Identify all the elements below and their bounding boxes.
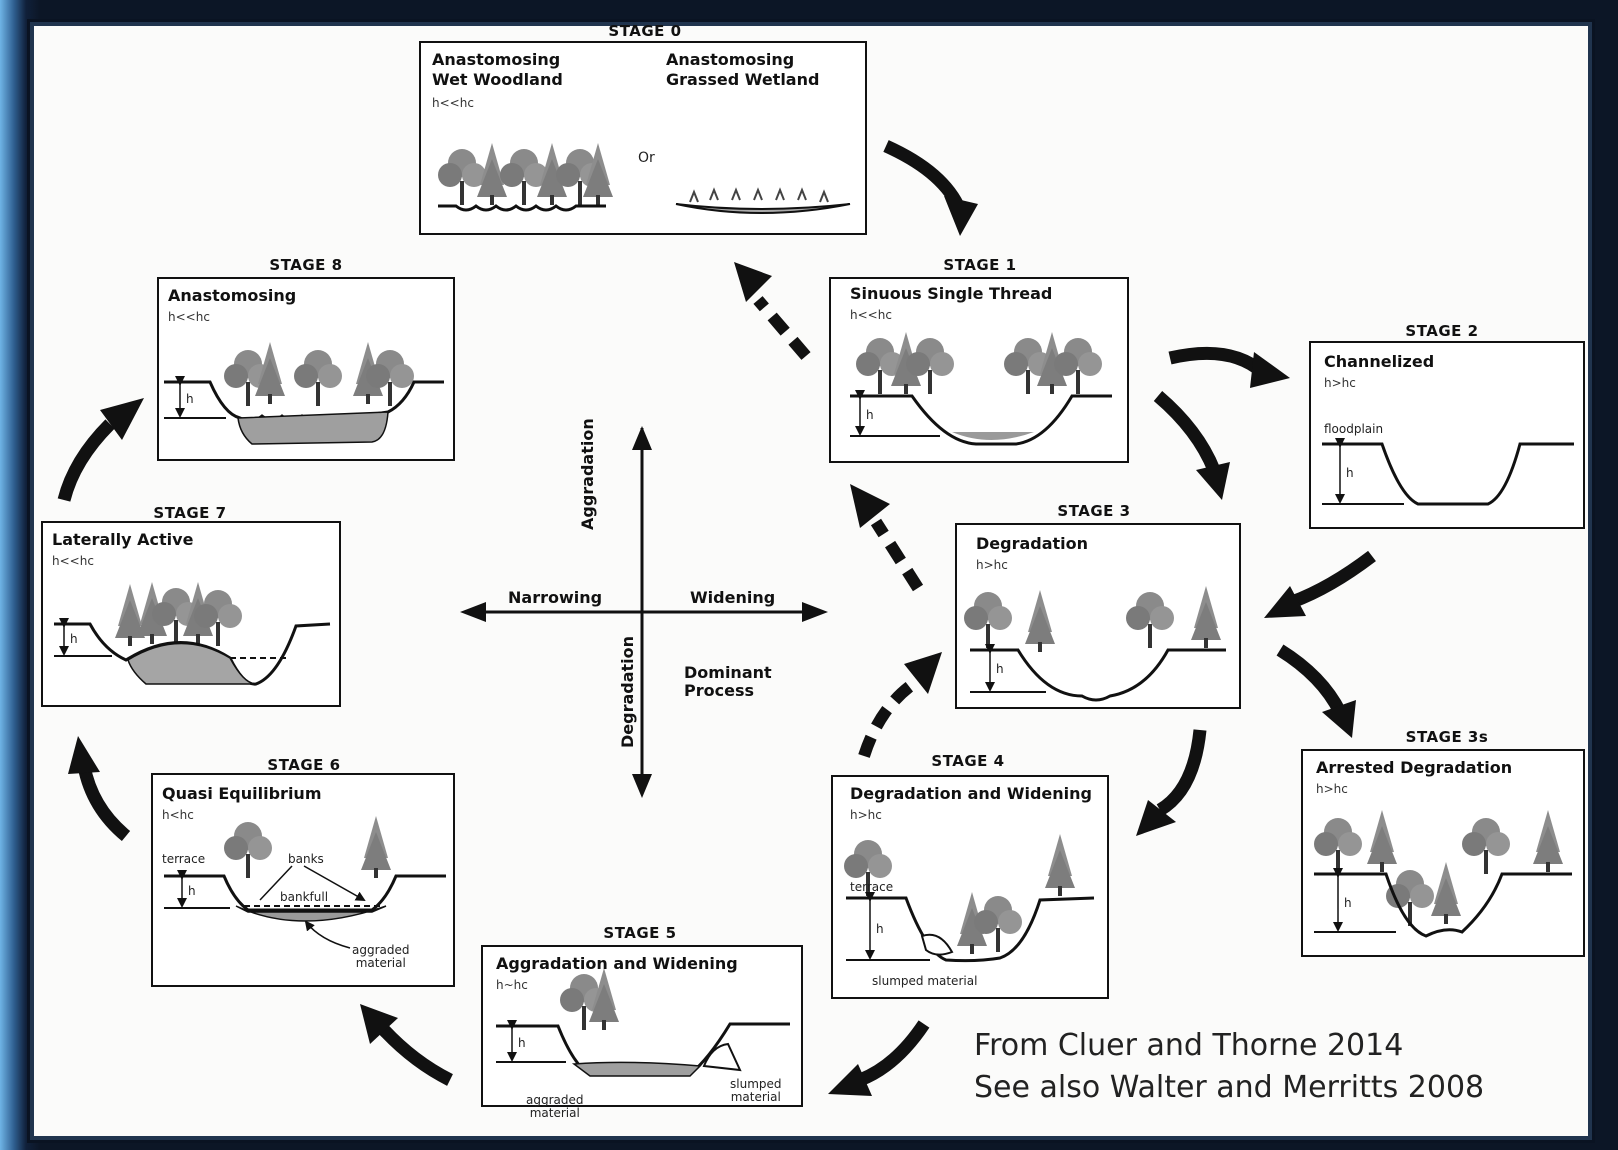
stage1-sub: h<<hc <box>850 308 892 322</box>
stage3s-illustration <box>1314 810 1572 938</box>
stage0-box <box>419 41 867 235</box>
stage6-terrace-label: terrace <box>162 852 206 866</box>
stage2-name: Channelized <box>1324 352 1435 371</box>
stage4-sub: h>hc <box>850 808 882 822</box>
stage2-h-label: h <box>1346 466 1354 480</box>
stage3s-sub: h>hc <box>1316 782 1348 796</box>
stage0-title: STAGE 0 <box>608 22 682 40</box>
dashed-arrow-stage3-to-stage1 <box>870 518 924 592</box>
stage7-name: Laterally Active <box>52 530 194 549</box>
stage7-illustration <box>54 582 331 686</box>
arrow-stage1-to-stage3 <box>1153 391 1221 473</box>
stage4-terrace-label: terrace <box>850 880 894 894</box>
arrow-stage3-to-stage4 <box>1156 729 1207 816</box>
axis-narrowing-label: Narrowing <box>508 588 603 607</box>
stage0-woodland-illustration <box>438 143 613 212</box>
stage8-name: Anastomosing <box>168 286 297 305</box>
stage2-sub: h>hc <box>1324 376 1356 390</box>
stage0-left-name: Anastomosing Wet Woodland <box>432 50 563 89</box>
arrow-stage6-to-stage7 <box>77 764 131 842</box>
stage2-title: STAGE 2 <box>1405 322 1479 340</box>
stage5-slumped-label: slumped material <box>730 1077 782 1104</box>
process-axes <box>460 426 828 798</box>
credit-line-2: See also Walter and Merritts 2008 <box>974 1070 1485 1105</box>
stage4-illustration <box>844 834 1095 963</box>
stage6-h-label: h <box>188 884 196 898</box>
arrow-stage1-to-stage2 <box>1168 346 1267 378</box>
stage4-h-label: h <box>876 922 884 936</box>
stage8-h-label: h <box>186 392 194 406</box>
stage7-title: STAGE 7 <box>153 504 227 522</box>
stage4-title: STAGE 4 <box>931 752 1005 770</box>
axis-widening-label: Widening <box>690 588 776 607</box>
stage6-sub: h<hc <box>162 808 194 822</box>
stage3s-title: STAGE 3s <box>1405 728 1489 746</box>
stage3-title: STAGE 3 <box>1057 502 1131 520</box>
stage1-h-label: h <box>866 408 874 422</box>
stage7-h-label: h <box>70 632 78 646</box>
stage0-wetland-illustration <box>675 187 851 214</box>
stage1-name: Sinuous Single Thread <box>850 284 1053 303</box>
stage7-sub: h<<hc <box>52 554 94 568</box>
stage5-title: STAGE 5 <box>603 924 677 942</box>
stage6-name: Quasi Equilibrium <box>162 784 322 803</box>
stage3-name: Degradation <box>976 534 1089 553</box>
stage6-banks-label: banks <box>288 852 324 866</box>
arrow-stage4-to-stage5 <box>857 1020 930 1087</box>
stage4-name: Degradation and Widening <box>850 784 1092 803</box>
stage0-left-sub: h<<hc <box>432 96 474 110</box>
dashed-arrow-stage4-to-stage3 <box>858 677 920 758</box>
stage1-illustration <box>850 332 1112 446</box>
stage0-or: Or <box>638 150 655 166</box>
stage1-title: STAGE 1 <box>943 256 1017 274</box>
flow-arrowheads <box>68 196 1356 1096</box>
dashed-arrowheads <box>734 262 942 694</box>
credit-line-1: From Cluer and Thorne 2014 <box>974 1028 1404 1063</box>
stage3-illustration <box>964 586 1226 702</box>
arrow-stage2-to-stage3 <box>1289 550 1376 609</box>
stage8-sub: h<<hc <box>168 310 210 324</box>
stage3s-h-label: h <box>1344 896 1352 910</box>
stage4-slumped-label: slumped material <box>872 974 978 988</box>
stage6-aggraded-label: aggraded material <box>352 943 410 970</box>
stage2-floodplain-label: floodplain <box>1324 422 1384 436</box>
stage8-illustration <box>164 342 444 445</box>
stage6-box <box>151 773 455 987</box>
stage2-illustration <box>1322 438 1574 506</box>
stage5-aggraded-label: aggraded material <box>526 1093 584 1120</box>
axis-aggradation-label: Aggradation <box>578 418 597 530</box>
stage2-box <box>1309 341 1585 529</box>
axis-degradation-label: Degradation <box>618 635 637 748</box>
stage3s-name: Arrested Degradation <box>1316 758 1513 777</box>
stage5-name: Aggradation and Widening <box>496 954 738 973</box>
stage3-sub: h>hc <box>976 558 1008 572</box>
flow-arrows <box>57 140 1376 1087</box>
arrow-stage5-to-stage6 <box>379 1025 453 1086</box>
arrow-stage3-to-stage3s <box>1276 644 1346 716</box>
stage6-illustration <box>164 816 446 949</box>
stage5-sub: h~hc <box>496 978 528 992</box>
stage3-h-label: h <box>996 662 1004 676</box>
dashed-arrow-stage1-to-stage0 <box>753 296 811 360</box>
stage0-right-name: Anastomosing Grassed Wetland <box>666 50 820 89</box>
arrow-stage7-to-stage8 <box>57 419 115 502</box>
stage6-bankfull-label: bankfull <box>280 890 329 904</box>
stage5-illustration <box>496 968 790 1077</box>
dashed-arrows <box>753 296 924 758</box>
stage5-h-label: h <box>518 1036 526 1050</box>
dominant-process-label: Dominant Process <box>684 663 772 700</box>
stage8-title: STAGE 8 <box>269 256 343 274</box>
stage6-title: STAGE 6 <box>267 756 341 774</box>
